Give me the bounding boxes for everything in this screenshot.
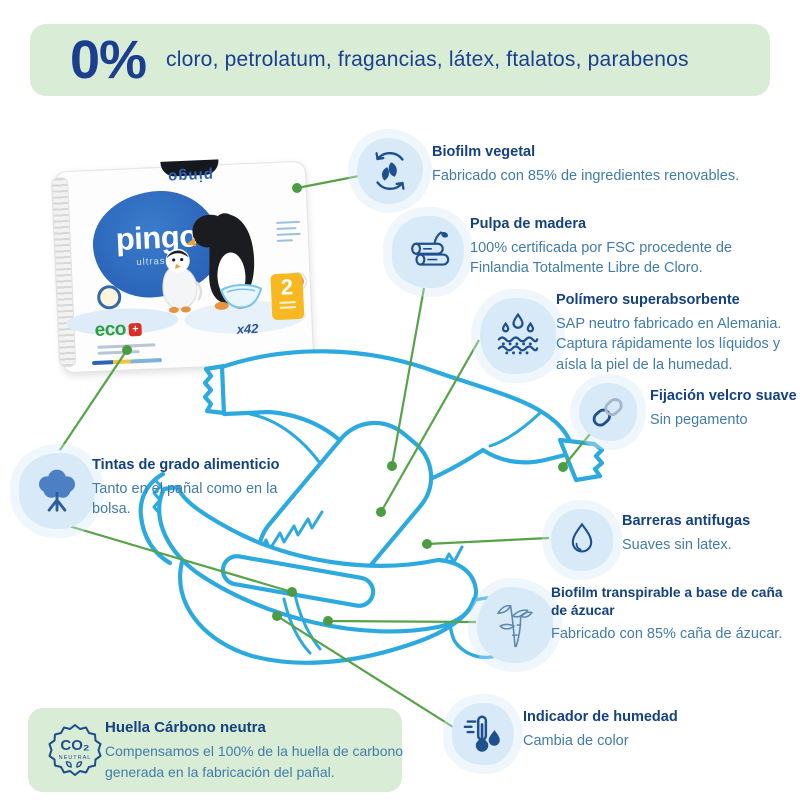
co2-badge-text: CO₂ xyxy=(60,737,89,754)
callout-pulpa-de-madera: Pulpa de madera 100% certificada por FSC… xyxy=(470,215,755,279)
callout-title: Biofilm transpirable a base de caña de á… xyxy=(551,585,783,618)
callout-body: Suaves sin latex. xyxy=(622,536,732,553)
thermometer-drop-icon xyxy=(452,703,514,765)
callout-title: Tintas de grado alimenticio xyxy=(92,457,280,473)
callout-indicador-humedad: Indicador de humedad Cambia de color xyxy=(523,708,743,751)
tree-icon xyxy=(19,453,95,529)
callout-body: Compensamos el 100% de la huella de carb… xyxy=(105,742,404,781)
callout-body: Fabricado con 85% de ingredientes renova… xyxy=(432,167,740,184)
co2-badge-subtext: NEUTRAL xyxy=(59,755,92,761)
callout-body: Fabricado con 85% caña de ázucar. xyxy=(551,625,783,642)
zero-percent-banner: 0% cloro, petrolatum, fragancias, látex,… xyxy=(30,24,770,96)
callout-title: Pulpa de madera xyxy=(470,216,587,232)
callout-polimero-superabsorbente: Polímero superabsorbente SAP neutro fabr… xyxy=(556,291,800,376)
banner-text: cloro, petrolatum, fragancias, látex, ft… xyxy=(166,48,689,71)
sugarcane-icon xyxy=(477,587,553,663)
callout-body: Cambia de color xyxy=(523,732,629,749)
callout-body: SAP neutro fabricado en Alemania. Captur… xyxy=(556,315,782,373)
chain-link-icon xyxy=(579,383,637,441)
co2-neutral-icon: CO₂ NEUTRAL xyxy=(48,724,102,776)
leaf-recycle-icon xyxy=(357,138,423,204)
product-package: pingo pingo ultrasoft eco + xyxy=(50,159,315,374)
callout-title: Huella Cárbono neutra xyxy=(105,719,266,736)
absorbent-drops-icon xyxy=(480,298,556,374)
callout-body: Tanto en el pañal como en la bolsa. xyxy=(92,480,278,518)
callout-biofilm-transpirable: Biofilm transpirable a base de caña de á… xyxy=(551,584,797,644)
callout-title: Fijación velcro suave xyxy=(650,388,797,404)
callout-body: 100% certificada por FSC procedente de F… xyxy=(470,239,732,277)
callout-title: Barreras antifugas xyxy=(622,513,751,529)
callout-title: Indicador de humedad xyxy=(523,709,678,725)
water-drop-icon xyxy=(551,509,613,571)
diaper-pictogram xyxy=(219,284,263,309)
callout-title: Polímero superabsorbente xyxy=(556,292,740,308)
callout-huella-carbono: CO₂ NEUTRAL Huella Cárbono neutra Compen… xyxy=(28,708,404,792)
wood-logs-icon xyxy=(392,216,464,288)
zero-percent-value: 0% xyxy=(70,30,147,90)
callout-tintas-alimenticias: Tintas de grado alimenticio Tanto en el … xyxy=(92,456,297,520)
callout-barreras-antifugas: Barreras antifugas Suaves sin latex. xyxy=(622,512,792,555)
callout-biofilm-vegetal: Biofilm vegetal Fabricado con 85% de ing… xyxy=(432,143,767,186)
callout-body: Sin pegamento xyxy=(650,411,748,428)
callout-title: Biofilm vegetal xyxy=(432,144,536,160)
callout-fijacion-velcro: Fijación velcro suave Sin pegamento xyxy=(650,387,800,430)
